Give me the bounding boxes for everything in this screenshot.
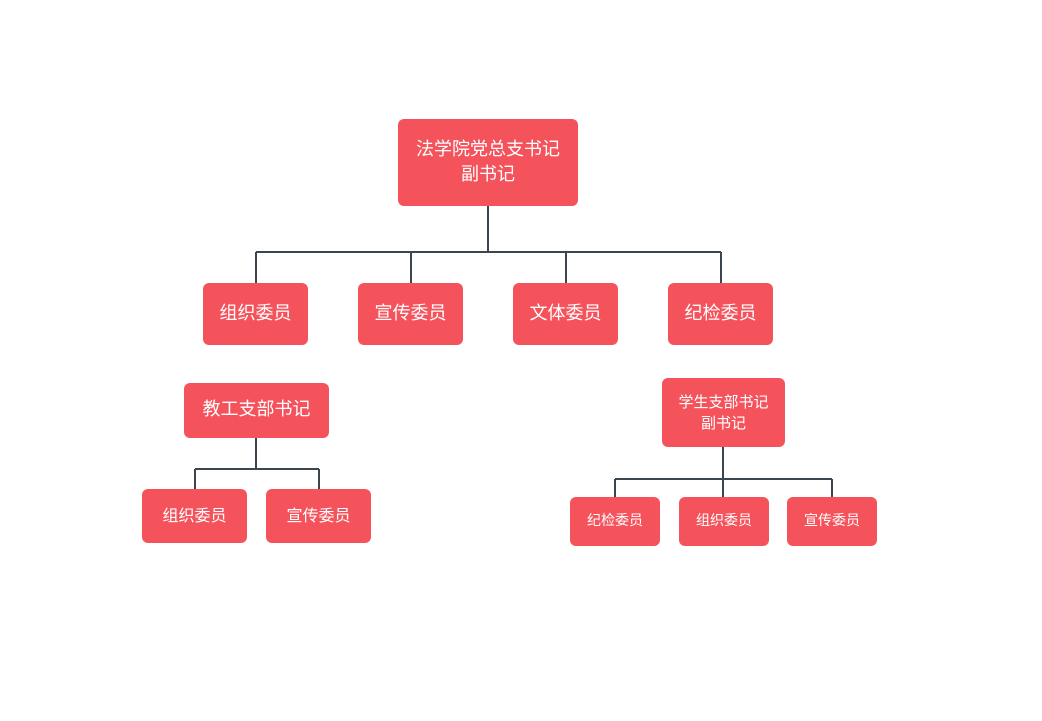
node-label: 法学院党总支书记 副书记 xyxy=(416,139,560,185)
connector-student xyxy=(614,447,833,497)
node-student-publicity[interactable]: 宣传委员 xyxy=(787,497,877,546)
node-label: 宣传委员 xyxy=(804,513,860,530)
node-root[interactable]: 法学院党总支书记 副书记 xyxy=(398,119,578,206)
node-committee-culture-sports[interactable]: 文体委员 xyxy=(513,283,618,345)
node-label: 宣传委员 xyxy=(286,506,351,526)
node-committee-organization[interactable]: 组织委员 xyxy=(203,283,308,345)
node-faculty-organization[interactable]: 组织委员 xyxy=(142,489,247,543)
node-committee-publicity[interactable]: 宣传委员 xyxy=(358,283,463,345)
node-student-organization[interactable]: 组织委员 xyxy=(679,497,769,546)
connector-root xyxy=(255,206,722,283)
node-faculty-branch[interactable]: 教工支部书记 xyxy=(184,383,329,438)
node-label: 宣传委员 xyxy=(374,302,447,324)
node-student-branch[interactable]: 学生支部书记 副书记 xyxy=(662,378,785,447)
node-faculty-publicity[interactable]: 宣传委员 xyxy=(266,489,371,543)
node-committee-discipline[interactable]: 纪检委员 xyxy=(668,283,773,345)
node-label: 纪检委员 xyxy=(587,513,643,530)
node-label: 组织委员 xyxy=(162,506,227,526)
node-label: 组织委员 xyxy=(696,513,752,530)
node-student-discipline[interactable]: 纪检委员 xyxy=(570,497,660,546)
node-label: 组织委员 xyxy=(219,302,292,324)
node-label: 教工支部书记 xyxy=(202,399,311,421)
node-label: 文体委员 xyxy=(529,302,602,324)
node-label: 学生支部书记 副书记 xyxy=(678,393,769,432)
node-label: 纪检委员 xyxy=(684,302,757,324)
connector-faculty xyxy=(194,438,320,489)
